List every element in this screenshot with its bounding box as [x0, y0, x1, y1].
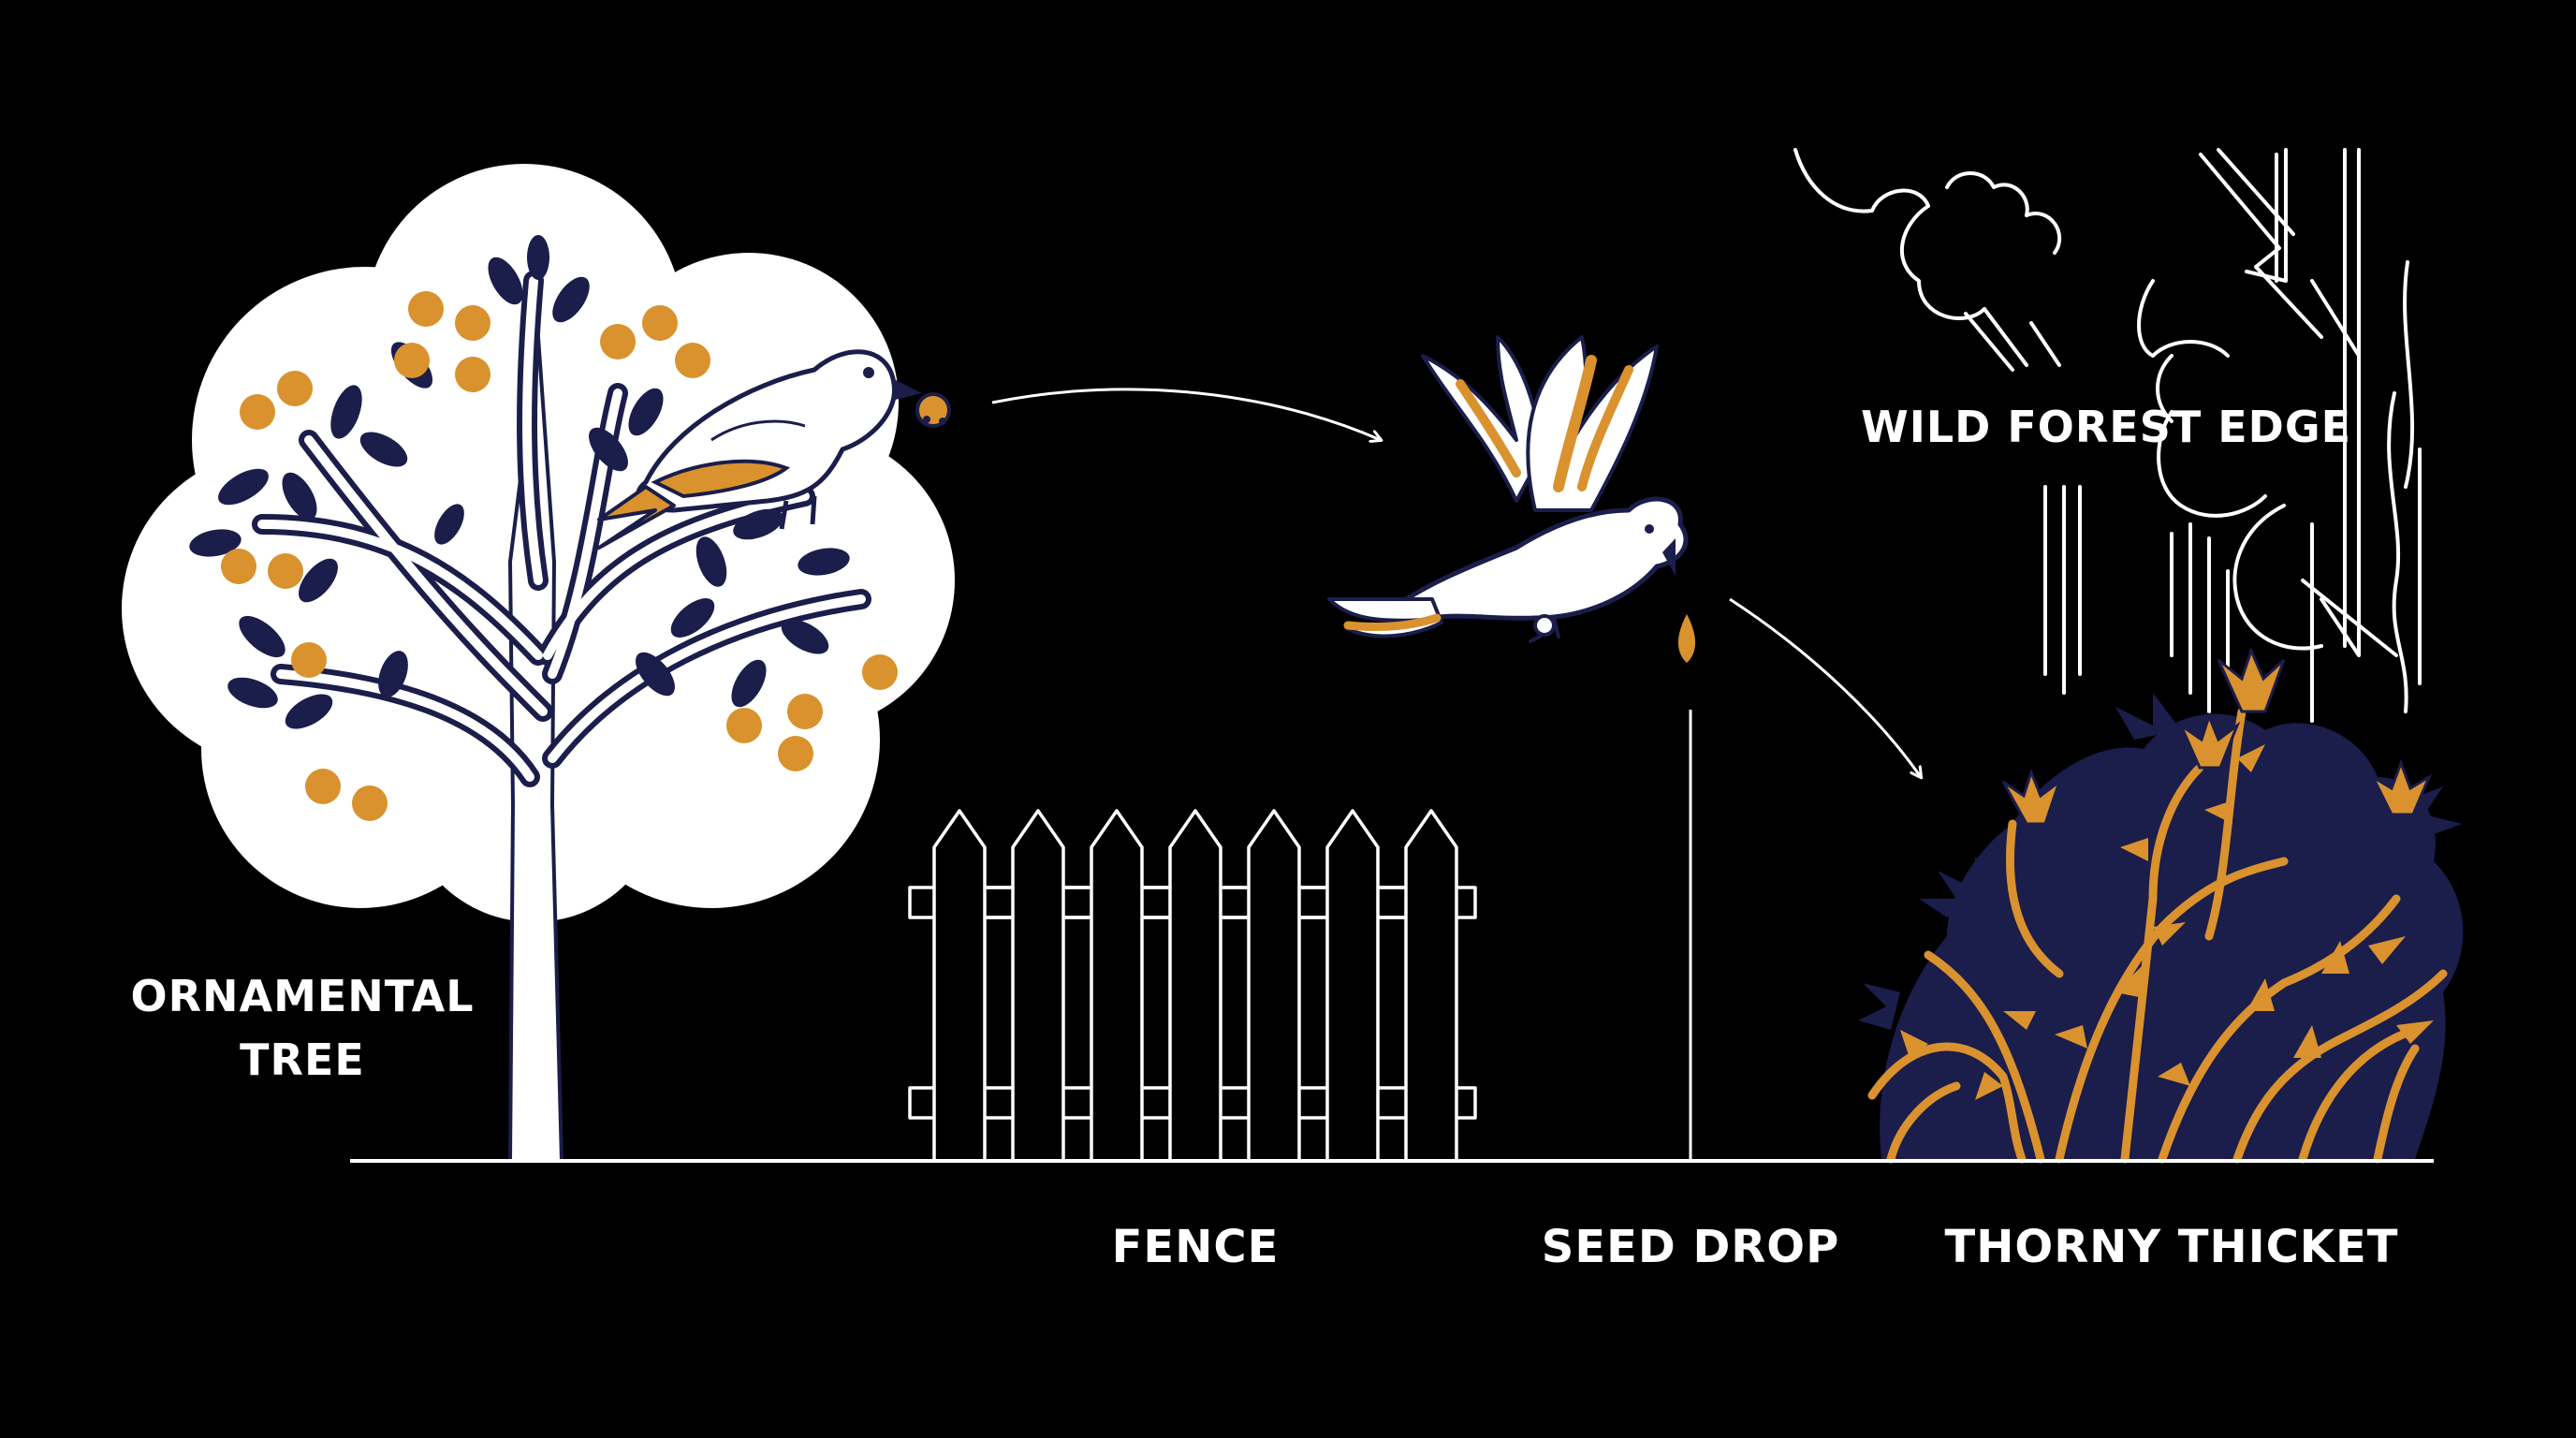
- ornamental-tree-icon: [122, 164, 955, 1163]
- flight-arrow: [991, 388, 1381, 440]
- label-fence: FENCE: [1112, 1221, 1280, 1273]
- tree-leaves: [189, 235, 850, 729]
- forest-edge-icon: [1793, 148, 2422, 723]
- thorny-thicket-icon: [1858, 646, 2464, 1164]
- tree-branches-inner: [257, 276, 866, 782]
- tree-berries: [221, 291, 898, 821]
- drop-arrow: [1729, 597, 1921, 777]
- flying-bird-icon: [1327, 335, 1689, 643]
- label-ornamental-tree-line1: ORNAMENTAL: [130, 971, 474, 1021]
- seed-icon: [1677, 614, 1696, 663]
- label-wild-forest-edge: WILD FOREST EDGE: [1861, 402, 2351, 452]
- picket-fence-icon: [908, 809, 1477, 1159]
- label-ornamental-tree-line2: TREE: [240, 1034, 365, 1085]
- label-seed-drop: SEED DROP: [1542, 1221, 1840, 1273]
- label-thorny-thicket: THORNY THICKET: [1944, 1221, 2398, 1273]
- perched-bird-icon: [597, 349, 951, 550]
